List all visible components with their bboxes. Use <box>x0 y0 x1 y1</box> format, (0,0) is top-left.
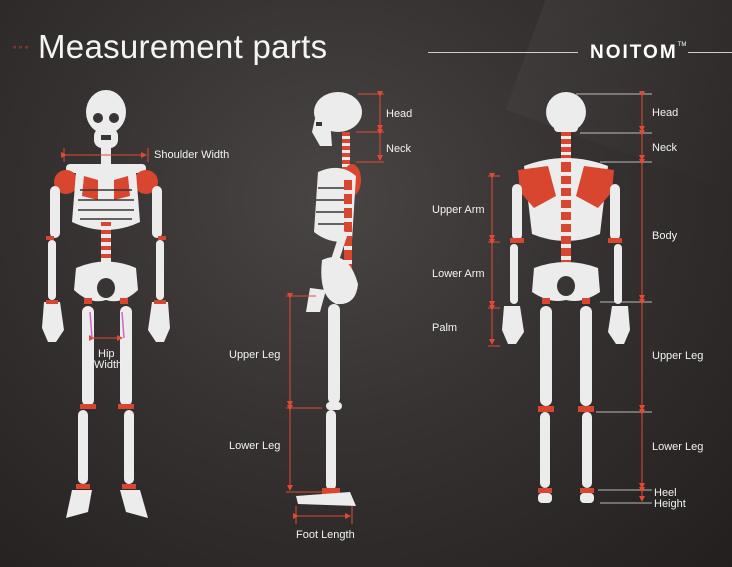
brand-logo: NOITOMTM <box>590 42 687 63</box>
brand-rule-right <box>688 52 732 53</box>
label-back-lower-leg: Lower Leg <box>652 441 704 453</box>
label-foot-length: Foot Length <box>296 529 355 541</box>
back-skeleton <box>502 92 630 503</box>
label-heel: Heel <box>654 487 677 499</box>
front-skeleton <box>42 90 170 518</box>
label-back-upper-leg: Upper Leg <box>652 350 704 362</box>
label-back-head: Head <box>652 107 679 119</box>
label-height: Height <box>654 498 686 510</box>
label-side-lower-leg: Lower Leg <box>229 440 281 452</box>
page-title: Measurement parts <box>38 28 328 65</box>
side-skeleton <box>296 92 362 506</box>
label-side-upper-leg: Upper Leg <box>229 349 281 361</box>
label-hip-width-1: Hip <box>98 348 115 360</box>
label-palm: Palm <box>432 322 458 334</box>
decor-dots-icon: ∘∘∘ <box>12 43 31 52</box>
label-lower-arm: Lower Arm <box>432 268 485 280</box>
label-back-neck: Neck <box>652 142 678 154</box>
label-hip-width-2: Width <box>94 359 123 371</box>
label-side-neck: Neck <box>386 143 412 155</box>
label-shoulder-width: Shoulder Width <box>154 149 230 161</box>
label-upper-arm: Upper Arm <box>432 204 485 216</box>
brand-rule-left <box>428 52 578 53</box>
label-body: Body <box>652 230 678 242</box>
label-side-head: Head <box>386 108 413 120</box>
